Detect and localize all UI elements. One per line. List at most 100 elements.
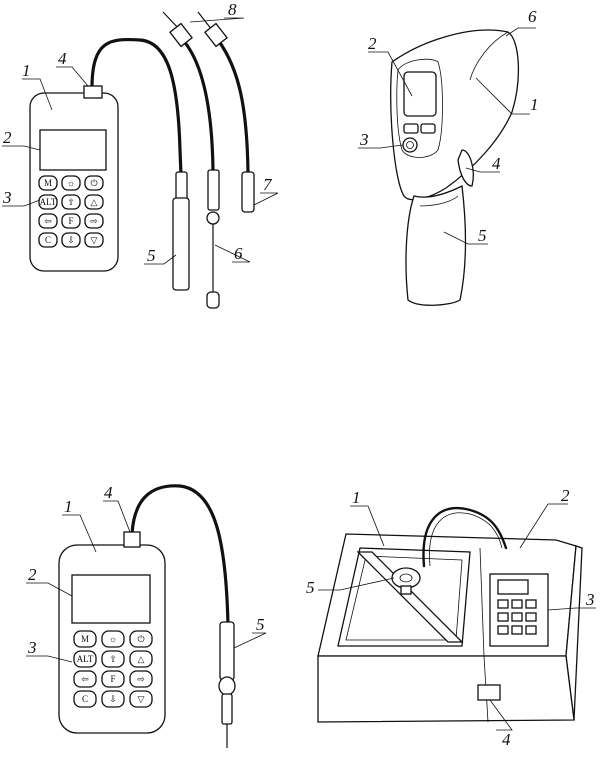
figure-1-callout-lines (2, 17, 279, 265)
cable-connector (123, 531, 141, 548)
callout-7: 7 (263, 175, 273, 194)
arrow-right-icon: ⇨ (137, 674, 145, 684)
panel-key (525, 612, 537, 622)
probe-6-guard (206, 211, 220, 225)
arrow-left-icon: ⇦ (81, 674, 89, 684)
arrow-right-key: ⇨ (129, 670, 153, 688)
plug-connectors (162, 11, 228, 48)
handle-grip-line (419, 195, 459, 207)
sensor-head (391, 567, 421, 589)
key-label: ALT (40, 197, 57, 207)
panel-key (497, 625, 509, 635)
sample-tray-inner (345, 555, 463, 641)
callout-2: 2 (28, 565, 37, 584)
arrow-down-key: ⇩ (61, 232, 81, 248)
key-label: C (82, 694, 88, 704)
callout-5: 5 (147, 246, 156, 265)
callout-8: 8 (228, 0, 237, 19)
triangle-down-key: ▽ (129, 690, 153, 708)
callout-1: 1 (22, 61, 31, 80)
triangle-down-key: ▽ (84, 232, 104, 248)
power-icon: ⏻ (90, 178, 97, 188)
laser-button (420, 123, 436, 134)
triangle-down-icon: ▽ (138, 694, 145, 704)
triangle-up-key: △ (129, 650, 153, 668)
figure-3-meter-single-probe: M☼⏻ALT⇧△⇦F⇨C⇩▽ 1 2 3 4 5 (26, 483, 267, 748)
sensor-cable (422, 507, 508, 568)
panel-key (497, 599, 509, 609)
key-alt-key: ALT (38, 194, 58, 210)
arrow-up-key: ⇧ (101, 650, 125, 668)
key-c-key: C (38, 232, 58, 248)
figure-2-ir-thermometer: 2 3 1 4 5 6 (358, 7, 539, 306)
meter-keypad: M ☼ ⏻ ALT ⇧ △ ⇦ F ⇨ C ⇩ ▽ (73, 630, 153, 708)
panel-key (511, 599, 523, 609)
callout-6: 6 (234, 244, 243, 263)
key-label: C (45, 235, 51, 245)
callout-3: 3 (585, 590, 595, 609)
sun-key: ☼ (101, 630, 125, 648)
arrow-up-key: ⇧ (61, 194, 81, 210)
callout-4: 4 (492, 154, 501, 173)
front-panel (396, 58, 443, 158)
meter-keypad: M☼⏻ALT⇧△⇦F⇨C⇩▽ (38, 175, 104, 248)
arrow-down-icon: ⇩ (67, 235, 75, 245)
callout-3: 3 (359, 130, 369, 149)
cable-connector (83, 85, 103, 99)
panel-key (525, 599, 537, 609)
key-c-key: C (73, 690, 97, 708)
arrow-right-key: ⇨ (84, 213, 104, 229)
key-label: M (44, 178, 52, 188)
panel-keypad (497, 599, 537, 635)
probe-7-body (241, 171, 255, 213)
sun-key: ☼ (61, 175, 81, 191)
arrow-down-key: ⇩ (101, 690, 125, 708)
sensor-stem (400, 585, 412, 595)
key-m-key: M (73, 630, 97, 648)
triangle-down-icon: ▽ (91, 235, 98, 245)
sensor-cable-edge (429, 512, 503, 567)
instrument-front (317, 655, 575, 723)
sensor-lens (402, 137, 418, 153)
panel-key (497, 612, 509, 622)
callout-4: 4 (58, 49, 67, 68)
probe-5-shaft (172, 197, 190, 291)
callout-1: 1 (352, 488, 361, 507)
sun-icon: ☼ (67, 178, 75, 188)
key-label: F (68, 216, 73, 226)
data-port (477, 684, 501, 701)
callout-5: 5 (256, 615, 265, 634)
top-divider (479, 547, 485, 657)
figure-4-benchtop-meter: 1 2 3 4 5 (306, 486, 596, 749)
probe-cable-3 (216, 38, 250, 174)
probe-cable-2 (181, 38, 215, 172)
panel-key (511, 612, 523, 622)
arrow-down-icon: ⇩ (109, 694, 117, 704)
arrow-up-icon: ⇧ (109, 654, 117, 664)
panel-display (497, 579, 529, 595)
callout-4: 4 (104, 483, 113, 502)
key-f-key: F (61, 213, 81, 229)
key-m-key: M (38, 175, 58, 191)
probe-handle (219, 621, 235, 681)
head-contour (469, 31, 509, 81)
figure-3-callout-lines (26, 500, 267, 663)
arrow-up-icon: ⇧ (67, 197, 75, 207)
figure-1-meter-with-probes: M☼⏻ALT⇧△⇦F⇨C⇩▽ 1 2 3 (2, 0, 279, 309)
probe-6-handle (207, 169, 220, 211)
power-icon: ⏻ (137, 634, 144, 644)
probe-neck (221, 693, 233, 725)
key-label: M (81, 634, 89, 644)
probe-5-handle (175, 171, 188, 201)
probe-cable (90, 37, 183, 177)
probe-cable (130, 484, 230, 627)
key-f-key: F (101, 670, 125, 688)
key-label: ALT (77, 654, 94, 664)
probe-guard (218, 676, 236, 696)
meter-screen (71, 574, 151, 624)
figure-2-callout-lines (358, 27, 536, 245)
thermometer-handle (405, 185, 467, 306)
mode-button (403, 123, 419, 134)
sensor-lens-inner (406, 141, 414, 149)
meter-screen (39, 129, 107, 171)
